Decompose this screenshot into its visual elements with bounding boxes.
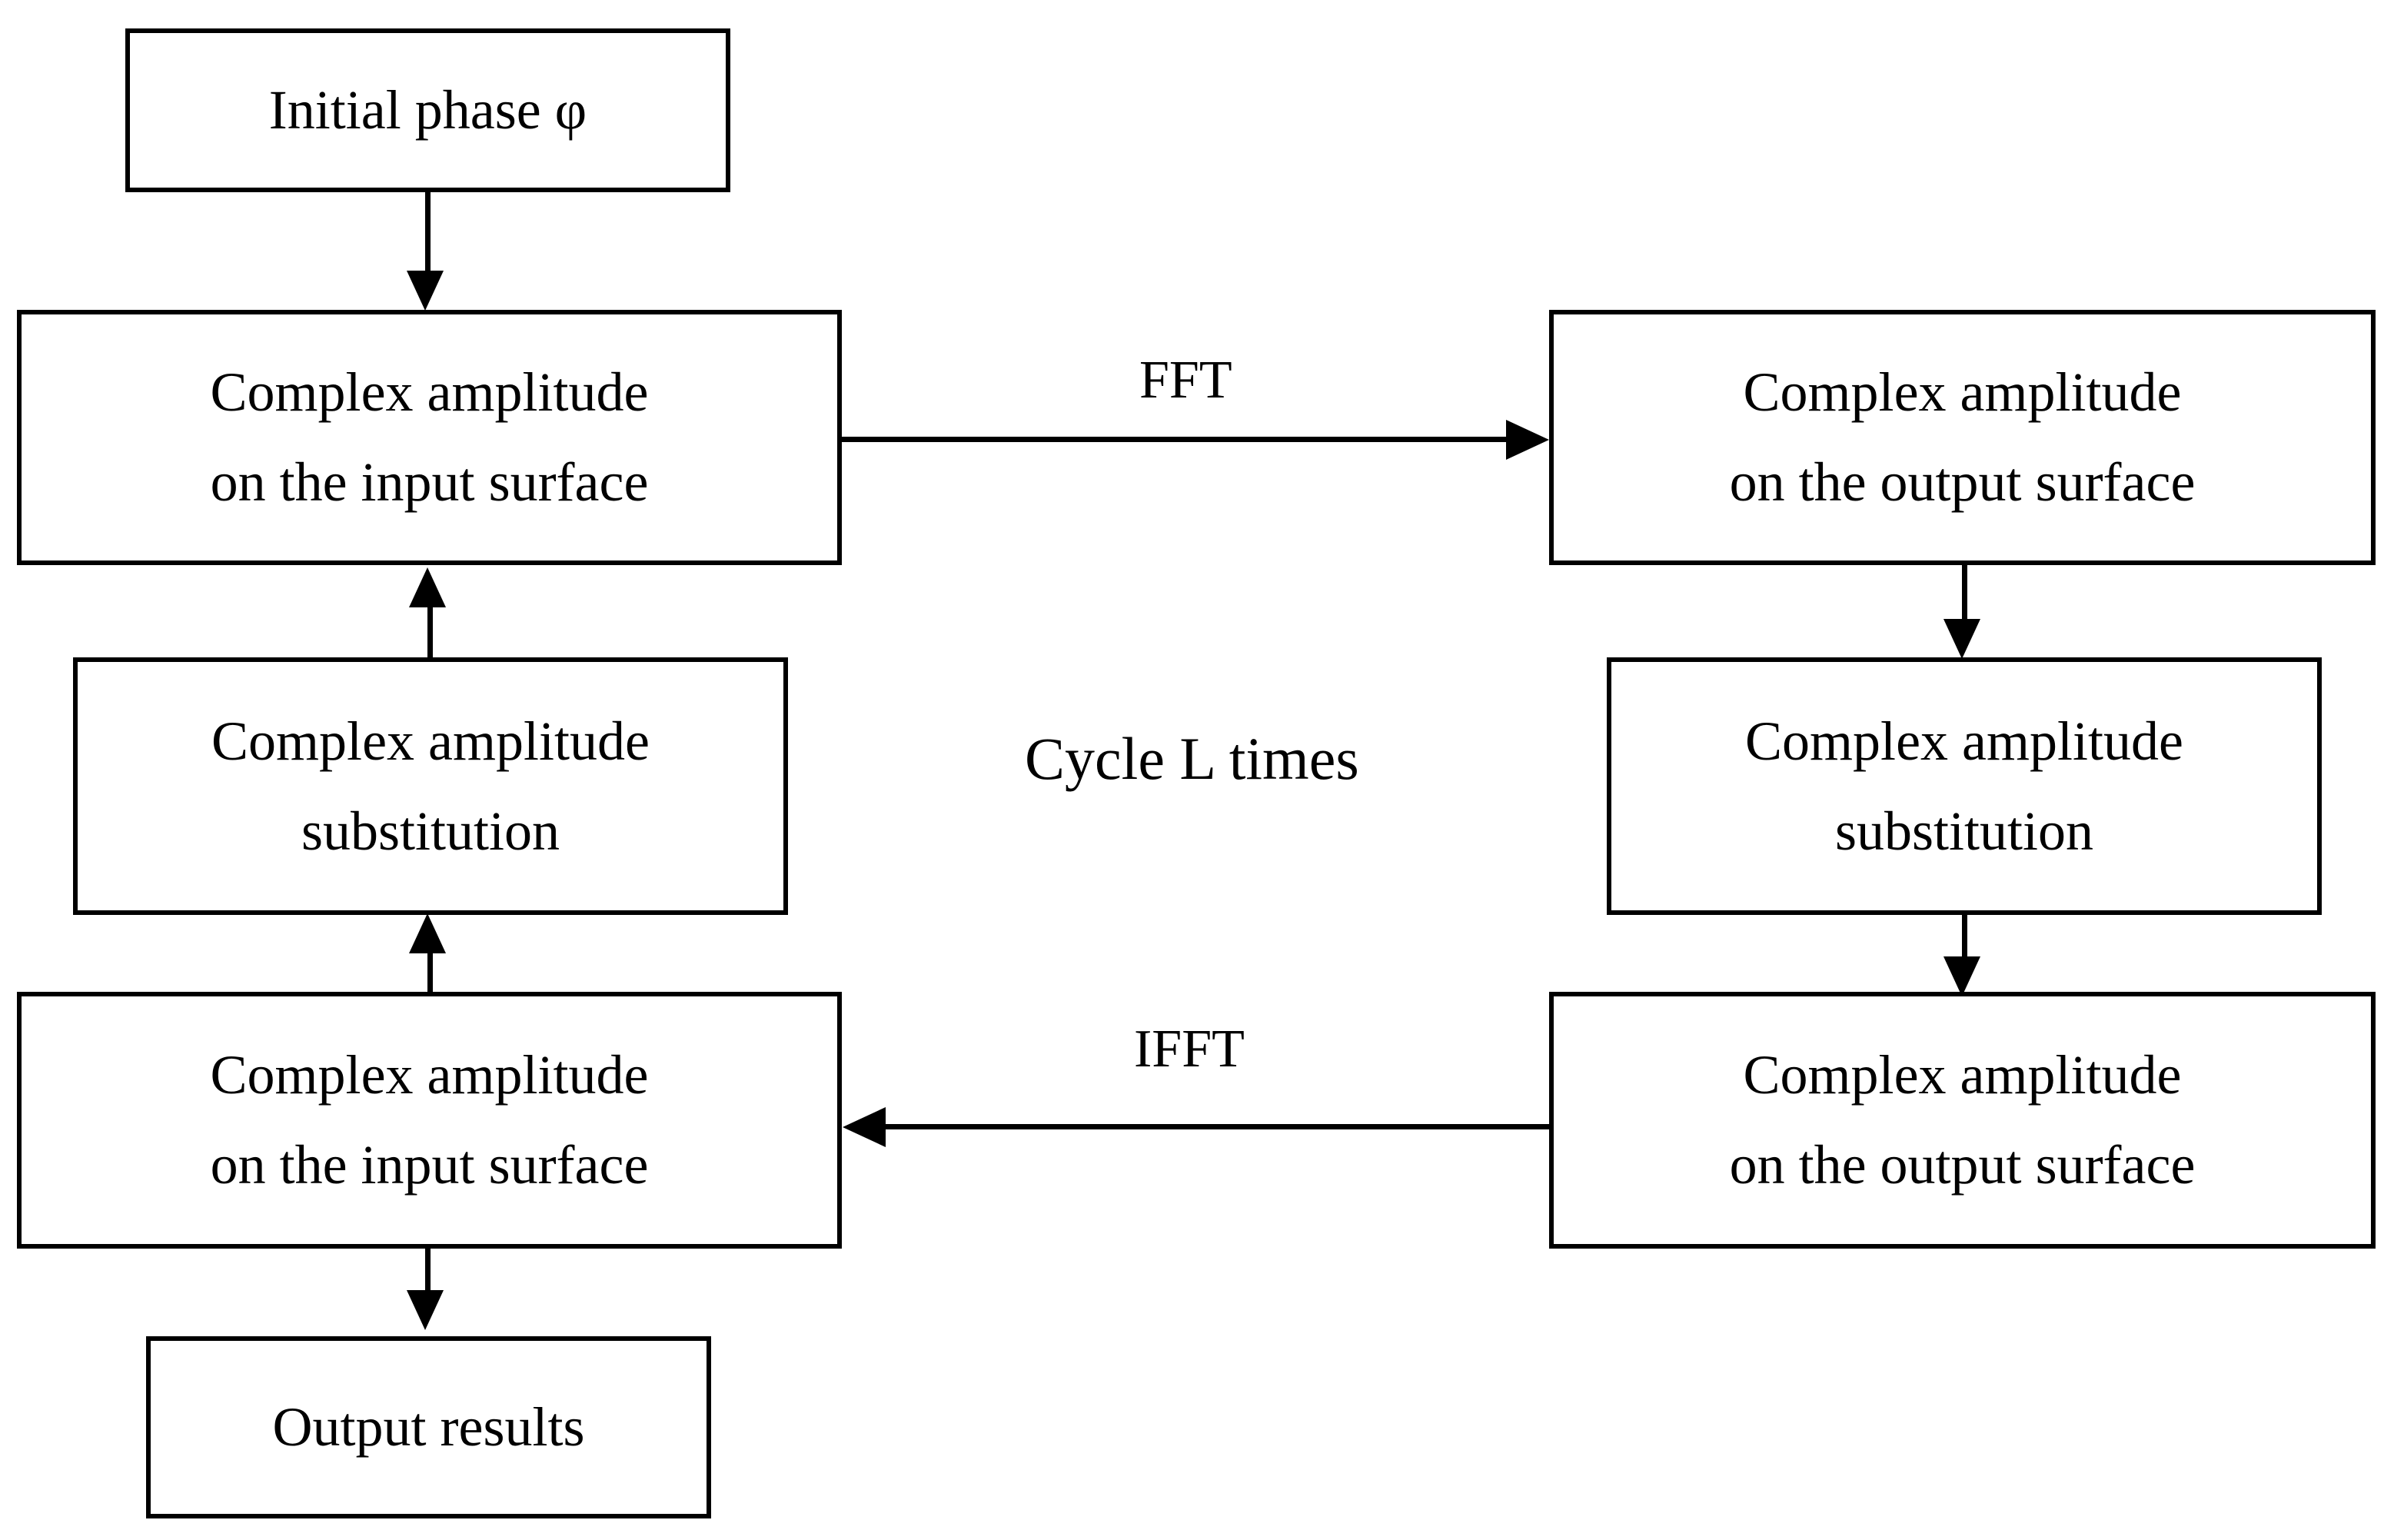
node-output-surface-top-line-2: on the output surface <box>1729 451 2196 513</box>
node-substitution-left-line-2: substitution <box>301 800 560 862</box>
node-output-results[interactable]: Output results <box>146 1336 711 1518</box>
node-input-surface-top-line-2: on the input surface <box>210 451 649 513</box>
node-initial-phase[interactable]: Initial phase φ <box>125 28 730 192</box>
edge-line-horizontal <box>840 437 1509 442</box>
arrow-down-icon <box>1943 956 1980 996</box>
edge-line-vertical <box>1962 913 1967 960</box>
node-input-surface-bottom-line-1: Complex amplitude <box>210 1044 649 1106</box>
node-input-surface-bottom-line-2: on the input surface <box>210 1134 649 1196</box>
arrow-down-icon <box>407 271 444 311</box>
edge-line-vertical <box>427 953 433 993</box>
node-output-surface-bottom-line-1: Complex amplitude <box>1743 1044 2182 1106</box>
node-input-surface-top[interactable]: Complex amplitude on the input surface <box>17 310 842 565</box>
node-output-surface-top-line-1: Complex amplitude <box>1743 361 2182 424</box>
node-substitution-right-line-1: Complex amplitude <box>1745 710 2183 772</box>
edge-line-vertical <box>1962 564 1967 622</box>
edge-label-fft: FFT <box>1139 351 1232 410</box>
edge-line-vertical <box>427 607 433 658</box>
node-output-surface-bottom[interactable]: Complex amplitude on the output surface <box>1549 992 2376 1249</box>
node-substitution-right-line-2: substitution <box>1834 800 2094 862</box>
edge-line-horizontal <box>886 1124 1551 1129</box>
node-output-surface-bottom-line-2: on the output surface <box>1729 1134 2196 1196</box>
edge-line-vertical <box>425 192 431 274</box>
node-input-surface-bottom[interactable]: Complex amplitude on the input surface <box>17 992 842 1249</box>
arrow-down-icon <box>407 1290 444 1330</box>
arrow-right-icon <box>1506 420 1549 460</box>
edge-label-ifft: IFFT <box>1134 1019 1245 1079</box>
node-substitution-left-line-1: Complex amplitude <box>211 710 650 772</box>
node-substitution-left[interactable]: Complex amplitude substitution <box>73 657 788 915</box>
node-output-surface-top[interactable]: Complex amplitude on the output surface <box>1549 310 2376 565</box>
arrow-up-icon <box>409 567 446 607</box>
node-substitution-right[interactable]: Complex amplitude substitution <box>1607 657 2322 915</box>
edge-line-vertical <box>425 1247 431 1293</box>
annotation-cycle-l-times: Cycle L times <box>1025 725 1359 792</box>
arrow-up-icon <box>409 913 446 953</box>
arrow-down-icon <box>1943 619 1980 659</box>
node-initial-phase-line-1: Initial phase φ <box>268 79 587 141</box>
node-input-surface-top-line-1: Complex amplitude <box>210 361 649 424</box>
arrow-left-icon <box>843 1107 886 1147</box>
node-output-results-line-1: Output results <box>272 1396 585 1459</box>
